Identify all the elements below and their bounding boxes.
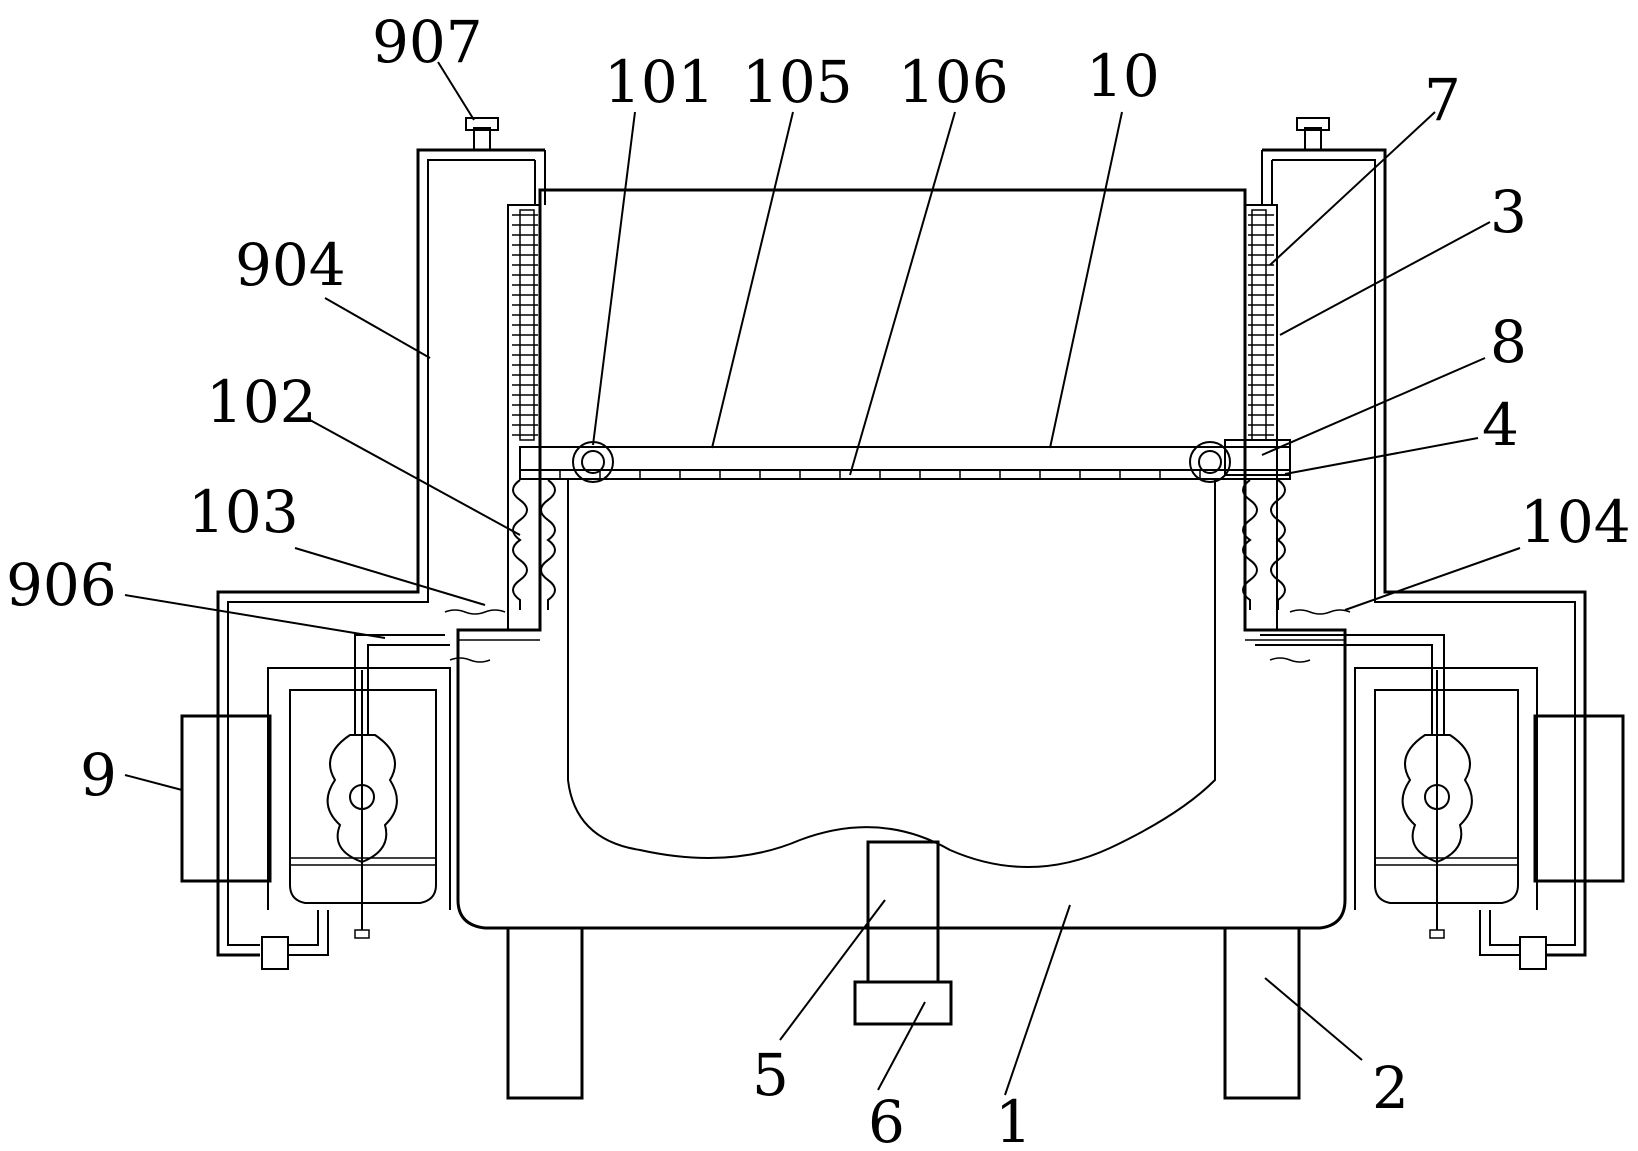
label-102: 102 — [206, 368, 317, 436]
leader-lines — [124, 61, 1521, 1096]
left-external-system — [180, 117, 546, 970]
label-105: 105 — [742, 48, 853, 116]
label-1: 1 — [995, 1088, 1032, 1151]
label-904: 904 — [235, 231, 346, 299]
cross-beam — [519, 439, 1291, 483]
label-4: 4 — [1482, 391, 1519, 459]
label-5: 5 — [752, 1041, 789, 1109]
label-106: 106 — [898, 48, 1009, 116]
label-907: 907 — [372, 8, 483, 76]
label-101: 101 — [604, 48, 715, 116]
right-column — [1242, 204, 1286, 631]
label-2: 2 — [1372, 1054, 1409, 1122]
label-906: 906 — [6, 551, 117, 619]
label-3: 3 — [1490, 178, 1527, 246]
reference-labels: 907 101 105 106 10 7 3 904 8 102 4 103 1… — [6, 8, 1631, 1151]
tank-body — [456, 188, 1347, 930]
label-6: 6 — [868, 1088, 905, 1151]
label-10: 10 — [1086, 42, 1160, 110]
label-9: 9 — [80, 741, 117, 809]
label-103: 103 — [188, 478, 299, 546]
right-external-system — [1255, 117, 1625, 970]
label-7: 7 — [1424, 66, 1461, 134]
label-8: 8 — [1490, 308, 1527, 376]
label-104: 104 — [1520, 488, 1631, 556]
left-column — [507, 204, 556, 631]
legs — [506, 926, 1301, 1100]
drain-assembly — [853, 840, 953, 1026]
